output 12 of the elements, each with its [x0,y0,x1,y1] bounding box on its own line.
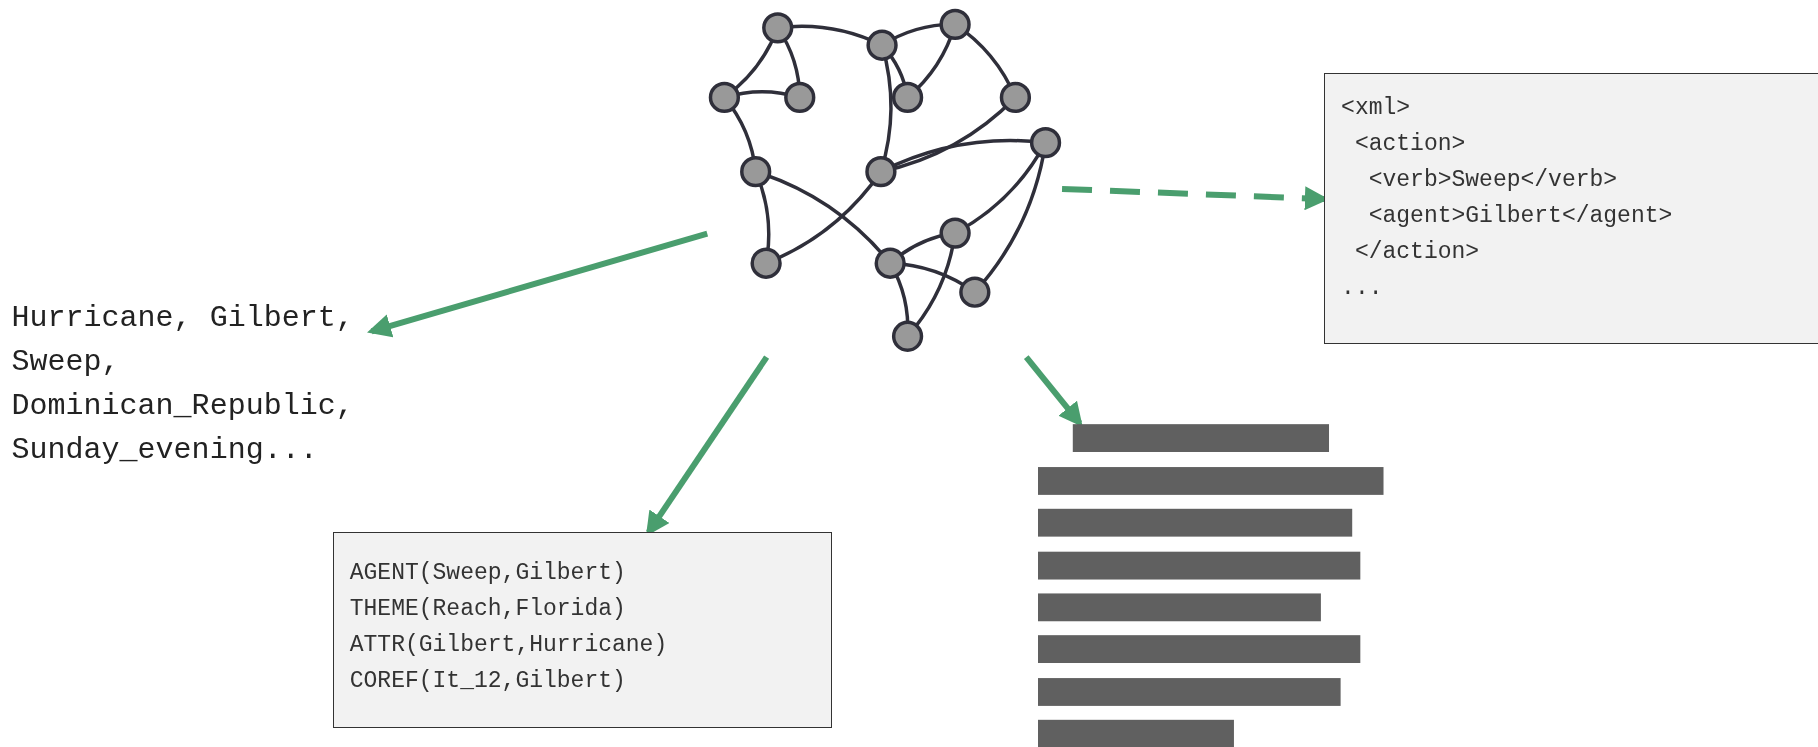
code-line: <agent>Gilbert</agent> [1367,202,1674,232]
code-line: AGENT(Sweep,Gilbert) THEME(Reach,Florida) ATTR(Gilbert,Hurricane) COREF(It_12,Gilbert) [349,559,669,697]
text-box [1324,73,1818,345]
code-line: <xml> [1341,94,1412,124]
code-line: ... [1341,274,1384,304]
code-line: </action> [1353,238,1481,268]
arrow [367,230,709,338]
text-box [332,532,833,729]
arrow [1023,355,1083,427]
code-line: <action> [1353,130,1467,160]
word-list: Hurricane, Gilbert, Sweep, Dominican_Republic, Sunday_evening... [11,295,372,472]
code-line: <verb>Sweep</verb> [1367,166,1619,196]
